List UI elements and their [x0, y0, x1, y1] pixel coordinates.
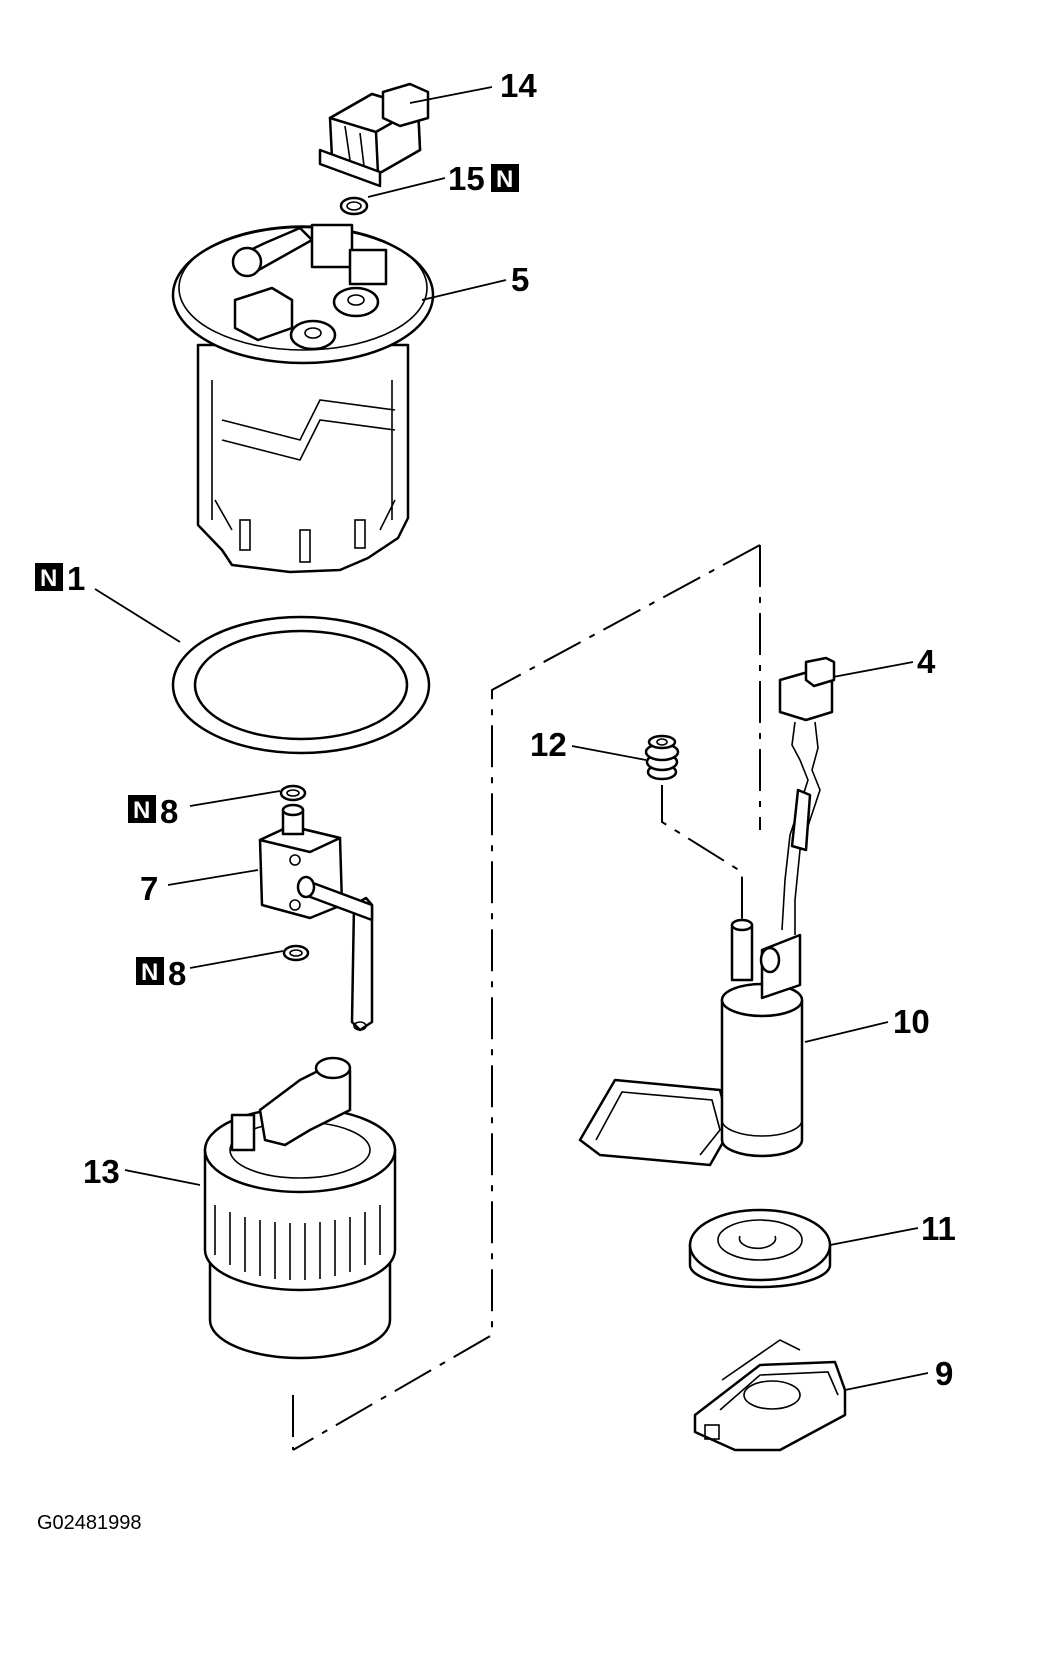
n-badge-15: N — [491, 164, 519, 193]
callout-12: 12 — [530, 726, 567, 763]
callout-8-upper: 8 — [160, 793, 178, 830]
callout-15: 15 — [448, 160, 485, 197]
part-14-connector — [318, 82, 430, 188]
part-4-wiring-harness — [778, 656, 836, 935]
figure-code: G02481998 — [37, 1512, 142, 1534]
part-8-o-ring-lower — [282, 944, 310, 962]
leader-lines — [94, 86, 929, 1391]
part-12-damper — [644, 734, 680, 781]
callout-13: 13 — [83, 1153, 120, 1190]
part-11-pump-holder — [688, 1208, 832, 1289]
part-9-bracket — [693, 1339, 847, 1452]
callout-9: 9 — [935, 1355, 953, 1392]
part-13-fuel-filter — [203, 1056, 397, 1360]
svg-text:N: N — [141, 959, 158, 986]
callout-4: 4 — [917, 643, 936, 680]
callout-5: 5 — [511, 261, 529, 298]
callout-1: 1 — [67, 560, 85, 597]
callout-14: 14 — [500, 67, 537, 104]
part-7-pressure-regulator — [258, 803, 374, 1032]
callout-11: 11 — [921, 1210, 956, 1247]
n-badge-1: N — [35, 563, 63, 592]
part-10-fuel-pump — [578, 918, 804, 1167]
assembly-lines — [292, 544, 761, 1451]
n-badge-8-lower: N — [136, 957, 164, 986]
part-5-flange-housing — [171, 223, 435, 574]
part-8-o-ring-upper — [279, 784, 307, 802]
callout-10: 10 — [893, 1003, 930, 1040]
svg-text:N: N — [133, 797, 150, 824]
n-badge-8-upper: N — [128, 795, 156, 824]
part-15-o-ring — [339, 196, 369, 216]
new-part-badges: N N N N — [35, 164, 519, 986]
callout-7: 7 — [140, 870, 158, 907]
part-1-sealing-ring — [171, 615, 431, 755]
svg-text:N: N — [496, 166, 513, 193]
svg-text:N: N — [40, 565, 57, 592]
callout-8-lower: 8 — [168, 955, 186, 992]
callout-labels: 14 15 5 1 8 7 8 13 4 12 10 11 9 — [67, 67, 956, 1392]
